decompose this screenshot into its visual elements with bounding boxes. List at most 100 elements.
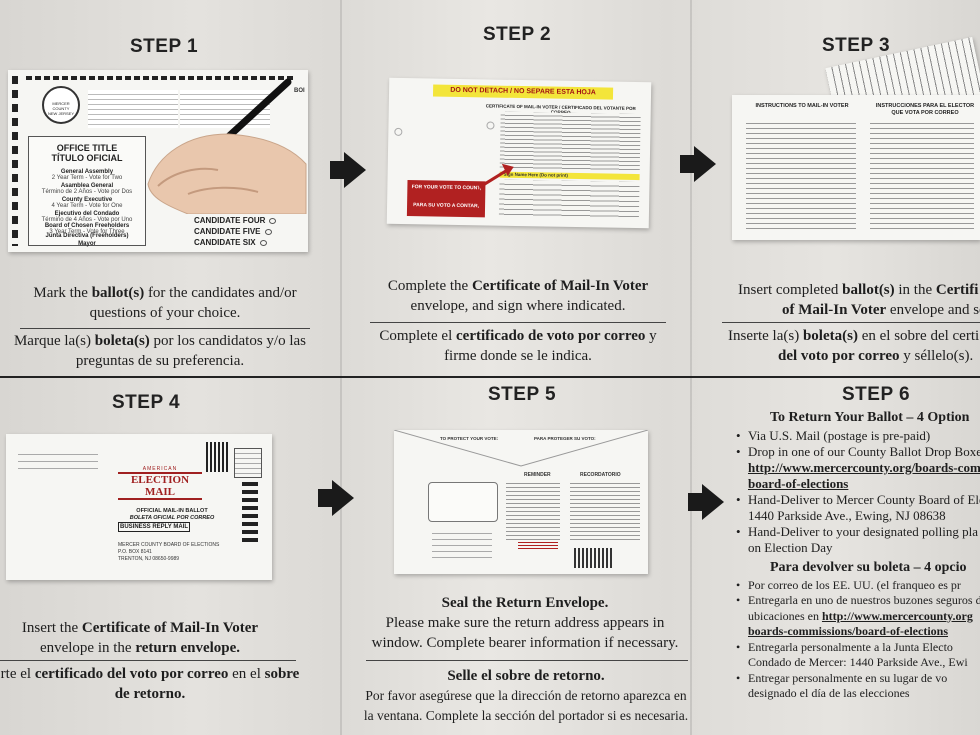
candidate-name: CANDIDATE SIX: [194, 238, 256, 247]
recordatorio-text: [570, 480, 640, 540]
step-1-caption-es: Marque la(s) boleta(s) por los candidato…: [10, 331, 310, 371]
certificate-text-es: [498, 179, 640, 221]
certificate-envelope-image: DO NOT DETACH / NO SEPARE ESTA HOJA CERT…: [386, 77, 652, 229]
step-5-caption-en: Seal the Return Envelope. Please make su…: [360, 593, 690, 653]
ballot-corner-label: BOI: [294, 88, 305, 94]
county-seal: MERCER COUNTY NEW JERSEY: [42, 86, 80, 124]
bearer-lines: [432, 528, 492, 558]
candidate-oval: [269, 217, 277, 224]
certificate-text: [499, 111, 641, 173]
return-option: Por correo de los EE. UU. (el franqueo e…: [734, 578, 980, 594]
address-line: MERCER COUNTY BOARD OF ELECTIONS: [118, 542, 220, 548]
barcode-marks: [206, 442, 230, 472]
fold-line: [340, 0, 342, 735]
caption-bold: Seal the Return Envelope.: [441, 595, 609, 611]
caption-divider: [0, 660, 296, 661]
office-row-label: Ejecutivo del Condado: [54, 211, 120, 217]
arrow-right-icon: [318, 480, 354, 516]
caption-text: y firme donde se le indica.: [444, 328, 657, 364]
office-row-label: Mayor: [78, 241, 96, 247]
board-address-es: Condado de Mercer: 1440 Parkside Ave., E…: [748, 655, 968, 669]
caption-text: por los candidatos y/o las preguntas de …: [75, 333, 307, 369]
caption-text: Mark the: [33, 285, 92, 301]
candidate-name: CANDIDATE FIVE: [194, 227, 261, 236]
caption-divider: [366, 660, 688, 661]
red-notice: [518, 540, 558, 550]
reminder-label: REMINDER: [524, 472, 551, 478]
drop-box-link-es-cont[interactable]: boards-commissions/board-of-elections: [748, 624, 948, 638]
caption-text: for the candidates and/or questions of y…: [89, 285, 297, 321]
caption-bold: Selle el sobre de retorno.: [447, 668, 605, 684]
seal-text: ELECTION MAIL: [118, 472, 202, 500]
caption-text: envelope, and sign where indicated.: [410, 298, 626, 314]
caption-bold: Certificate of Mail-In Voter: [81, 620, 259, 636]
caption-divider: [370, 322, 666, 323]
drop-box-link-cont[interactable]: board-of-elections: [748, 476, 849, 491]
ballot-top-marks: [26, 76, 296, 80]
caption-bold: certificado del voto por correo: [34, 666, 229, 682]
caption-bold: ballot(s): [91, 285, 145, 301]
step-5-caption-es: Selle el sobre de retorno. Por favor ase…: [356, 666, 696, 726]
hand-with-pen-icon: [147, 78, 307, 214]
return-option: Entregarla personalmente a la Junta Elec…: [734, 640, 980, 671]
punch-hole: [394, 127, 403, 136]
caption-text: Insert the: [21, 620, 82, 636]
caption-text: Por favor asegúrese que la dirección de …: [365, 688, 687, 703]
office-row: Junta Directiva (Freeholders): [29, 233, 145, 239]
arrow-right-icon: [688, 484, 724, 520]
return-options-en: To Return Your Ballot – 4 Option Via U.S…: [734, 410, 980, 556]
caption-text: Inserte la(s): [728, 328, 803, 344]
return-heading-en: To Return Your Ballot – 4 Option: [770, 410, 970, 425]
step-3-title: STEP 3: [822, 35, 891, 56]
step-1-caption-en: Mark the ballot(s) for the candidates an…: [20, 283, 310, 323]
office-row-sub: 3 Year Term - Vote for Three: [49, 229, 125, 235]
return-option: Hand-Deliver to your designated polling …: [734, 524, 980, 556]
official-label: OFFICIAL MAIL-IN BALLOT: [136, 508, 208, 514]
detach-banner: DO NOT DETACH / NO SEPARE ESTA HOJA: [432, 84, 614, 100]
return-option: Hand-Deliver to Mercer County Board of E…: [734, 492, 980, 524]
caption-bold: del voto por correo: [778, 348, 900, 364]
caption-divider: [20, 328, 310, 329]
caption-text: in the: [894, 282, 936, 298]
return-option: Entregarla en uno de nuestros buzones se…: [734, 593, 980, 640]
address-window: [428, 482, 498, 522]
return-options-es: Para devolver su boleta – 4 opcio Por co…: [734, 560, 980, 702]
recordatorio-label: RECORDATORIO: [580, 472, 621, 478]
return-option-text: Entregar personalmente en su lugar de vo: [748, 670, 948, 685]
reminder-text: [506, 480, 560, 540]
address-line: P.O. BOX 8141: [118, 549, 152, 555]
address-line: TRENTON, NJ 08650-9989: [118, 556, 180, 562]
ballot-image: MERCER COUNTY NEW JERSEY BOI OFFICE TITL…: [8, 70, 308, 252]
count-box: FOR YOUR VOTE TO COUNT, PARA SU VOTO A C…: [406, 180, 486, 218]
office-row-sub: 2 Year Term - Vote for Two: [51, 175, 123, 181]
caption-text: rte el: [0, 666, 35, 682]
board-address: 1440 Parkside Ave., Ewing, NJ 08638: [748, 508, 946, 523]
step-2-caption-en: Complete the Certificate of Mail-In Vote…: [366, 276, 670, 316]
drop-box-link-es[interactable]: http://www.mercercounty.org: [821, 608, 973, 623]
postage-box: [234, 448, 262, 478]
return-option-text: Entregarla personalmente a la Junta Elec…: [748, 639, 953, 654]
caption-text: en el: [228, 666, 265, 682]
envelope-flap: [394, 430, 648, 467]
instructions-text-es: [870, 119, 974, 229]
ballot-instructions-text: [88, 90, 178, 128]
return-address-lines: [18, 448, 98, 474]
caption-bold: ballot(s): [842, 282, 895, 298]
caption-bold: boleta(s): [802, 328, 858, 344]
count-box-es: PARA SU VOTO A CONTAR,: [413, 202, 480, 210]
arrow-right-icon: [680, 146, 716, 182]
step-4-caption-en: Insert the Certificate of Mail-In Voter …: [0, 618, 280, 658]
ballot-timing-marks: [12, 76, 18, 246]
drop-box-link[interactable]: http://www.mercercounty.org/boards-commi: [748, 460, 980, 475]
return-heading-es: Para devolver su boleta – 4 opcio: [770, 560, 967, 575]
caption-bold: sobre de retorno.: [114, 666, 300, 702]
caption-text: window. Complete bearer information if n…: [371, 635, 679, 651]
office-row-label: Board of Chosen Freeholders: [44, 223, 130, 229]
office-row: Mayor: [29, 241, 145, 247]
ubicaciones-text: ubicaciones en: [748, 608, 822, 623]
office-row-sub: Término de 2 Años - Vote por Dos: [41, 189, 133, 195]
return-option: Drop in one of our County Ballot Drop Bo…: [734, 444, 980, 492]
count-box-en: FOR YOUR VOTE TO COUNT,: [411, 184, 482, 192]
